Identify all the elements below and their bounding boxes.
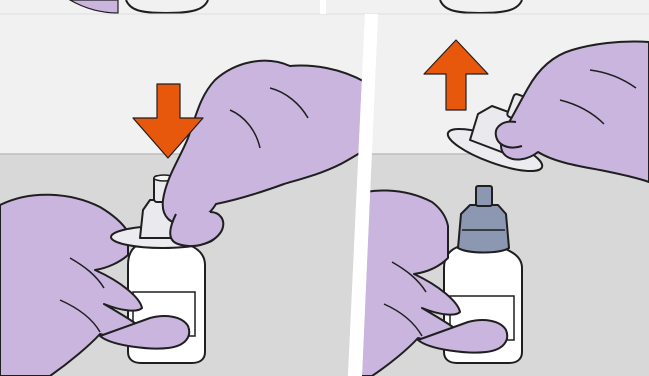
bottle-nozzle <box>476 186 492 206</box>
panel-divider <box>320 0 326 14</box>
bottle-cap <box>458 205 509 253</box>
panel-remove-adapter <box>340 14 649 376</box>
panel-attach-adapter <box>0 14 365 376</box>
